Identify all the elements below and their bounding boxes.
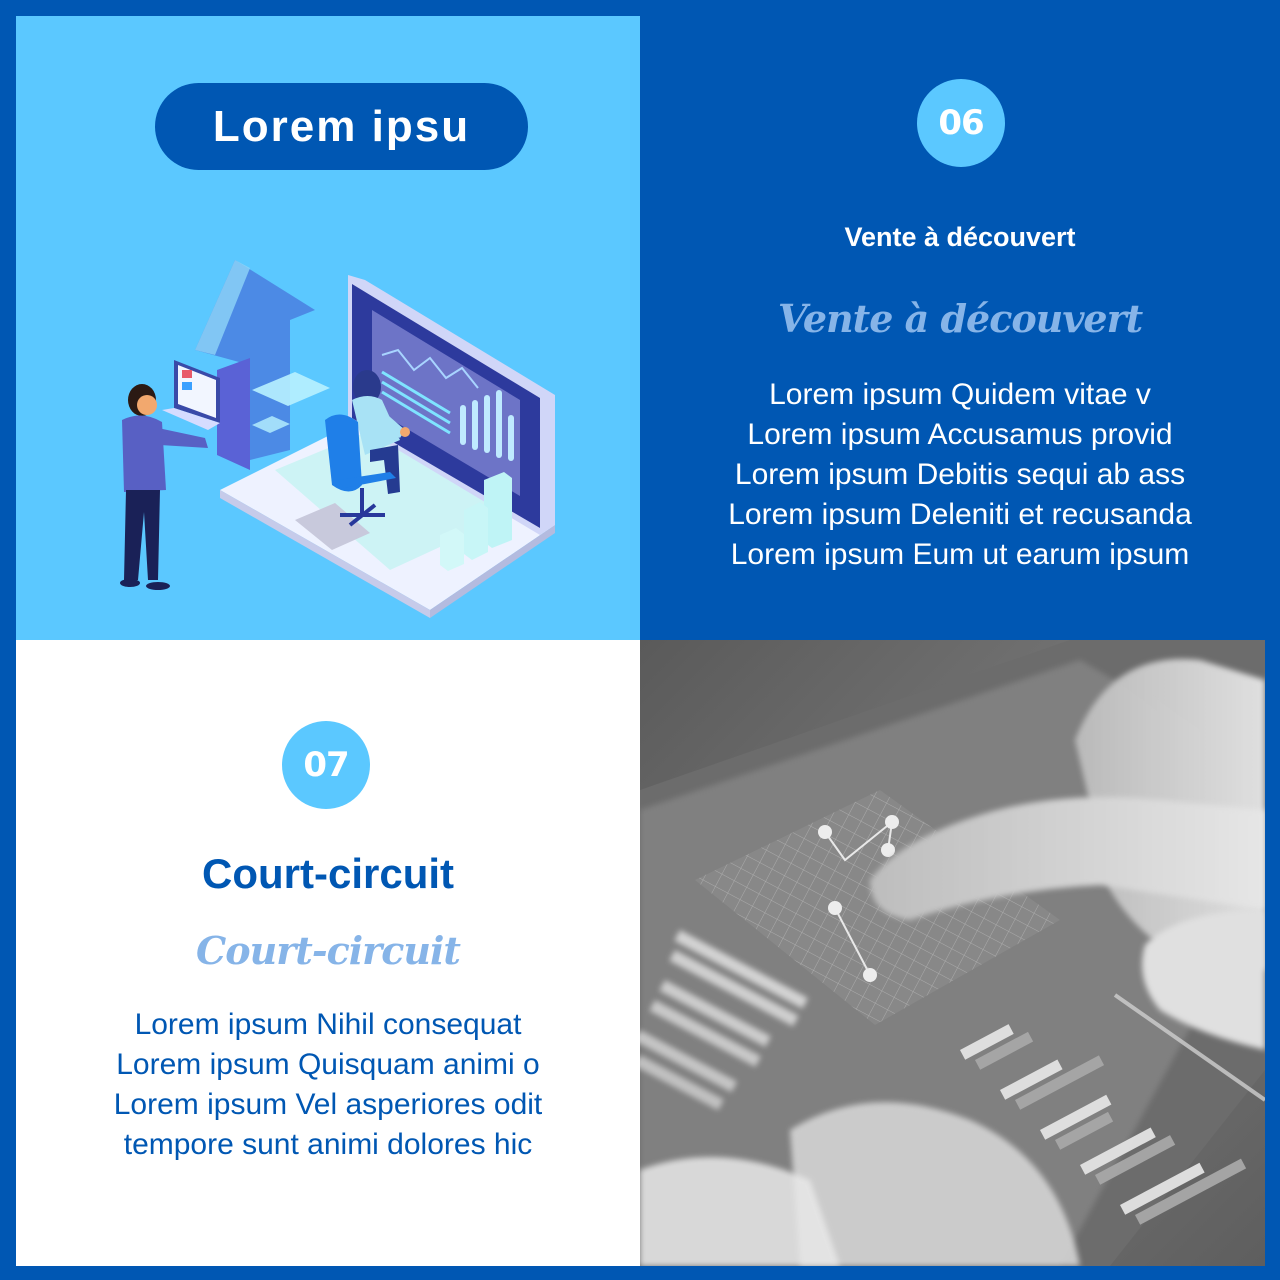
bottom-right-photo-panel [640, 640, 1265, 1266]
title-pill: Lorem ipsu [155, 83, 528, 170]
body-line: Lorem ipsum Deleniti et recusanda [728, 498, 1192, 531]
body-line: Lorem ipsum Eum ut earum ipsum [730, 538, 1190, 571]
section-script-title: Vente à découvert [777, 296, 1143, 341]
section-script-title: Court-circuit [196, 928, 461, 973]
step-badge-06: 06 [917, 79, 1005, 167]
body-line: Lorem ipsum Nihil consequat [134, 1008, 522, 1041]
isometric-office-illustration [120, 260, 555, 618]
section-body: Lorem ipsum Nihil consequat Lorem ipsum … [16, 1005, 640, 1165]
step-badge-07: 07 [282, 721, 370, 809]
section-title: Court-circuit [202, 850, 454, 897]
badge-number: 07 [303, 745, 349, 785]
bottom-left-panel: 07 Court-circuit Court-circuit Lorem ips… [16, 640, 640, 1266]
top-left-panel: Lorem ipsu [16, 16, 640, 640]
badge-number: 06 [938, 103, 984, 143]
section-body: Lorem ipsum Quidem vitae v Lorem ipsum A… [640, 375, 1280, 575]
section-title: Vente à découvert [844, 222, 1076, 252]
body-line: Lorem ipsum Quisquam animi o [116, 1048, 540, 1081]
pill-label: Lorem ipsu [212, 101, 471, 151]
body-line: tempore sunt animi dolores hic [123, 1128, 533, 1161]
body-line: Lorem ipsum Accusamus provid [747, 418, 1173, 451]
body-line: Lorem ipsum Debitis sequi ab ass [734, 458, 1186, 491]
body-line: Lorem ipsum Vel asperiores odit [113, 1088, 543, 1121]
tablet-finance-photo [640, 640, 1265, 1266]
top-right-panel: 06 Vente à découvert Vente à découvert L… [640, 0, 1280, 640]
body-line: Lorem ipsum Quidem vitae v [769, 378, 1151, 411]
